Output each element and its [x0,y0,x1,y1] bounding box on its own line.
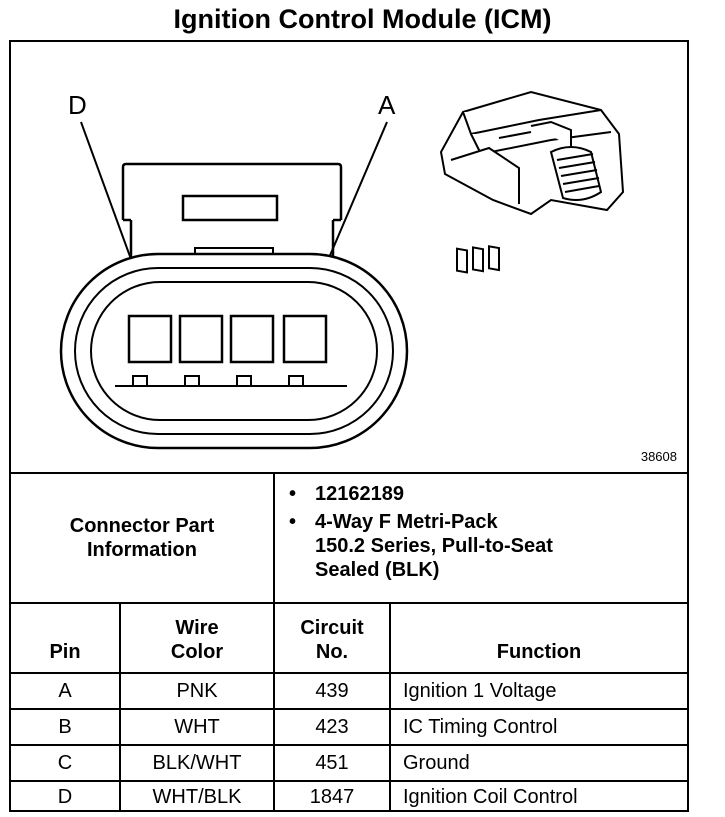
row-a-wire-color: PNK [176,680,218,702]
row-b-pin: B [58,716,72,738]
row-d-wire-color: WHT/BLK [152,786,242,808]
header-circuit-line2: No. [315,641,349,663]
info-divider [273,474,275,602]
header-circuit-no: Circuit No. [275,604,389,672]
header-wire-color: Wire Color [121,604,273,672]
row-a-pin: A [58,680,72,702]
bullet-icon: • [289,511,297,533]
row-divider [11,780,687,782]
connector-table-frame: D A [9,40,689,812]
row-d-circuit: 1847 [309,786,355,808]
part-description-item: • 4-Way F Metri-Pack 150.2 Series, Pull-… [289,510,677,582]
connector-figure: D A [11,42,687,472]
part-description-line2: 150.2 Series, Pull-to-Seat [315,535,553,557]
connector-drawing: D A [59,90,625,450]
connector-face [59,162,409,450]
header-wire-color-line2: Color [170,641,224,663]
row-b-wire-color: WHT [174,716,220,738]
header-wire-color-line1: Wire [175,617,219,639]
header-divider [11,672,687,674]
header-pin: Pin [49,641,81,663]
bullet-icon: • [289,483,297,505]
connector-isometric-view [439,90,625,274]
page-title: Ignition Control Module (ICM) [173,4,552,34]
row-d-pin: D [57,786,73,808]
row-b-circuit: 423 [315,716,349,738]
row-divider [11,708,687,710]
row-c-circuit: 451 [315,752,349,774]
row-b-function: IC Timing Control [403,716,558,738]
row-c-wire-color: BLK/WHT [152,752,242,774]
pin-cavity-c [178,314,224,364]
header-circuit-line1: Circuit [300,617,364,639]
row-divider [11,744,687,746]
figure-divider [11,472,687,474]
pin-cavity-d [127,314,173,364]
info-bottom-divider [11,602,687,604]
connector-part-label-line2: Information [87,539,197,561]
figure-id: 38608 [640,449,677,464]
part-description-line3: Sealed (BLK) [315,559,440,581]
row-c-function: Ground [403,752,470,774]
header-function: Function [496,641,582,663]
row-d-function: Ignition Coil Control [403,786,578,808]
connector-part-info: • 12162189 • 4-Way F Metri-Pack 150.2 Se… [275,474,687,602]
pin-d-label: D [68,90,87,120]
part-description-line1: 4-Way F Metri-Pack [315,511,498,533]
pin-cavity-a [282,314,328,364]
row-a-circuit: 439 [315,680,349,702]
part-number: 12162189 [315,483,404,505]
connector-part-label: Connector Part Information [11,474,273,602]
connector-part-label-line1: Connector Part [69,515,215,537]
pin-cavity-b [229,314,275,364]
row-c-pin: C [57,752,73,774]
part-number-item: • 12162189 [289,482,677,506]
pin-a-label: A [378,90,396,120]
row-a-function: Ignition 1 Voltage [403,680,557,702]
